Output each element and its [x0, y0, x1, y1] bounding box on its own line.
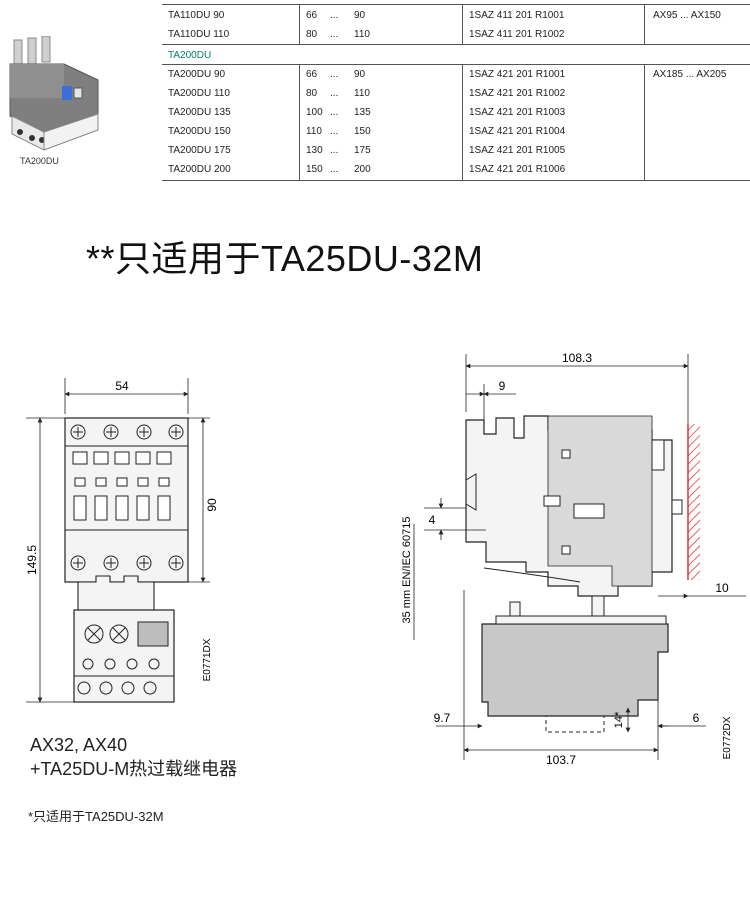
caption-line-1: AX32, AX40 [30, 735, 128, 755]
page-title: **只适用于TA25DU-32M [86, 238, 484, 279]
relay-terminals [13, 36, 51, 67]
terminal-screws-bottom [70, 555, 184, 571]
dim-rail-offset-label: 10 [715, 581, 729, 595]
front-view-drawing: 54 90 149.5 E0771DX [25, 378, 219, 703]
rail-standard-label: 35 mm EN/IEC 60715 [401, 517, 413, 624]
dim-height-upper-value: 90 [205, 498, 219, 512]
dim-pin-label: 4 [429, 513, 436, 527]
product-image-label: TA200DU [20, 156, 59, 166]
table-group-label: TA200DU [168, 50, 212, 61]
product-photo [9, 36, 99, 151]
dim-height-total-label: 149.5 [25, 545, 39, 575]
caption-line-2: +TA25DU-M热过载继电器 [30, 759, 238, 779]
drawing-code-left: E0771DX [202, 638, 213, 681]
drawing-code-right: E0772DX [722, 716, 733, 759]
dim-bottom-height-label: 14* [613, 711, 625, 728]
dim-bottom-width-label: 103.7 [546, 753, 576, 767]
side-view-drawing: 108.3 9 4 10 35 mm EN/IEC 60715 9.7 14* … [401, 351, 746, 767]
terminal-screws-top [70, 424, 184, 440]
footnote: *只适用于TA25DU-32M [28, 809, 164, 824]
dim-bottom-right-label: 6 [693, 711, 700, 725]
dim-bottom-left-label: 9.7 [434, 711, 451, 725]
dim-width-label: 54 [115, 379, 129, 393]
dim-total-width-label: 108.3 [562, 351, 592, 365]
drawing-caption: AX32, AX40 +TA25DU-M热过载继电器 [30, 733, 237, 781]
dim-offset-top-label: 9 [499, 379, 506, 393]
